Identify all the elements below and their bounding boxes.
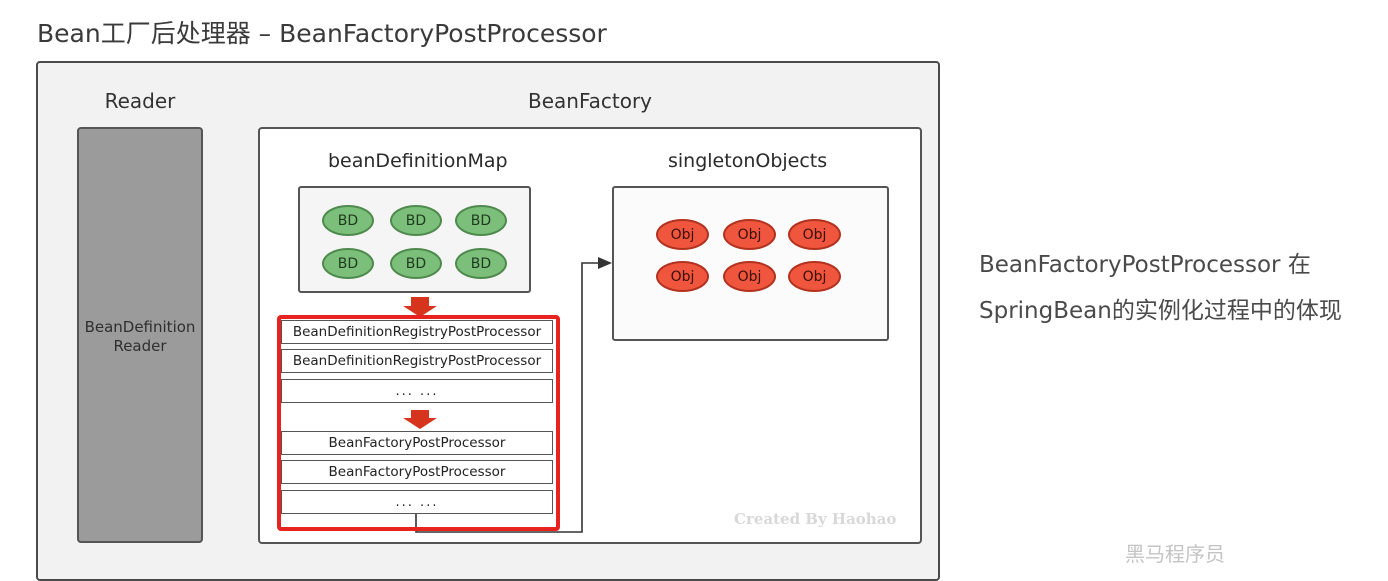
processor-item: BeanDefinitionRegistryPostProcessor xyxy=(281,349,553,373)
singleton-object-node: Obj xyxy=(656,261,709,292)
connector-line xyxy=(415,262,598,533)
beanfactory-heading: BeanFactory xyxy=(527,89,652,113)
singleton-object-node: Obj xyxy=(656,219,709,250)
watermark: Created By Haohao xyxy=(734,510,897,528)
post-processor-highlight-frame xyxy=(277,315,560,531)
singleton-object-node: Obj xyxy=(788,261,841,292)
down-arrow-icon xyxy=(403,410,437,429)
singleton-object-node: Obj xyxy=(723,219,776,250)
caption-line-1: BeanFactoryPostProcessor 在 xyxy=(979,252,1311,278)
bean-definition-node: BD xyxy=(322,205,374,236)
bean-definition-node: BD xyxy=(390,205,442,236)
flow-arrows xyxy=(403,257,612,533)
corner-watermark: 黑马程序员 xyxy=(1125,542,1225,566)
processor-item: BeanDefinitionRegistryPostProcessor xyxy=(281,320,553,344)
reader-heading: Reader xyxy=(104,89,176,113)
arrow-head-icon xyxy=(598,257,612,269)
processor-item: ... ... xyxy=(281,379,553,403)
processor-item: ... ... xyxy=(281,490,553,514)
bean-definition-map-label: beanDefinitionMap xyxy=(328,150,508,172)
slide-title: Bean工厂后处理器 – BeanFactoryPostProcessor xyxy=(37,19,607,48)
processor-item: BeanFactoryPostProcessor xyxy=(281,431,553,455)
bean-definition-reader-box xyxy=(77,127,203,543)
bean-definition-node: BD xyxy=(455,248,507,279)
bean-definition-node: BD xyxy=(322,248,374,279)
singleton-objects-label: singletonObjects xyxy=(668,150,828,172)
processor-item: BeanFactoryPostProcessor xyxy=(281,460,553,484)
singleton-object-node: Obj xyxy=(723,261,776,292)
singleton-objects-box xyxy=(612,186,889,341)
bean-definition-node: BD xyxy=(390,248,442,279)
down-arrow-icon xyxy=(403,297,437,317)
bean-definition-reader-label: BeanDefinitionReader xyxy=(84,318,196,355)
caption-line-2: SpringBean的实例化过程中的体现 xyxy=(979,298,1342,324)
bean-definition-node: BD xyxy=(455,205,507,236)
singleton-object-node: Obj xyxy=(788,219,841,250)
